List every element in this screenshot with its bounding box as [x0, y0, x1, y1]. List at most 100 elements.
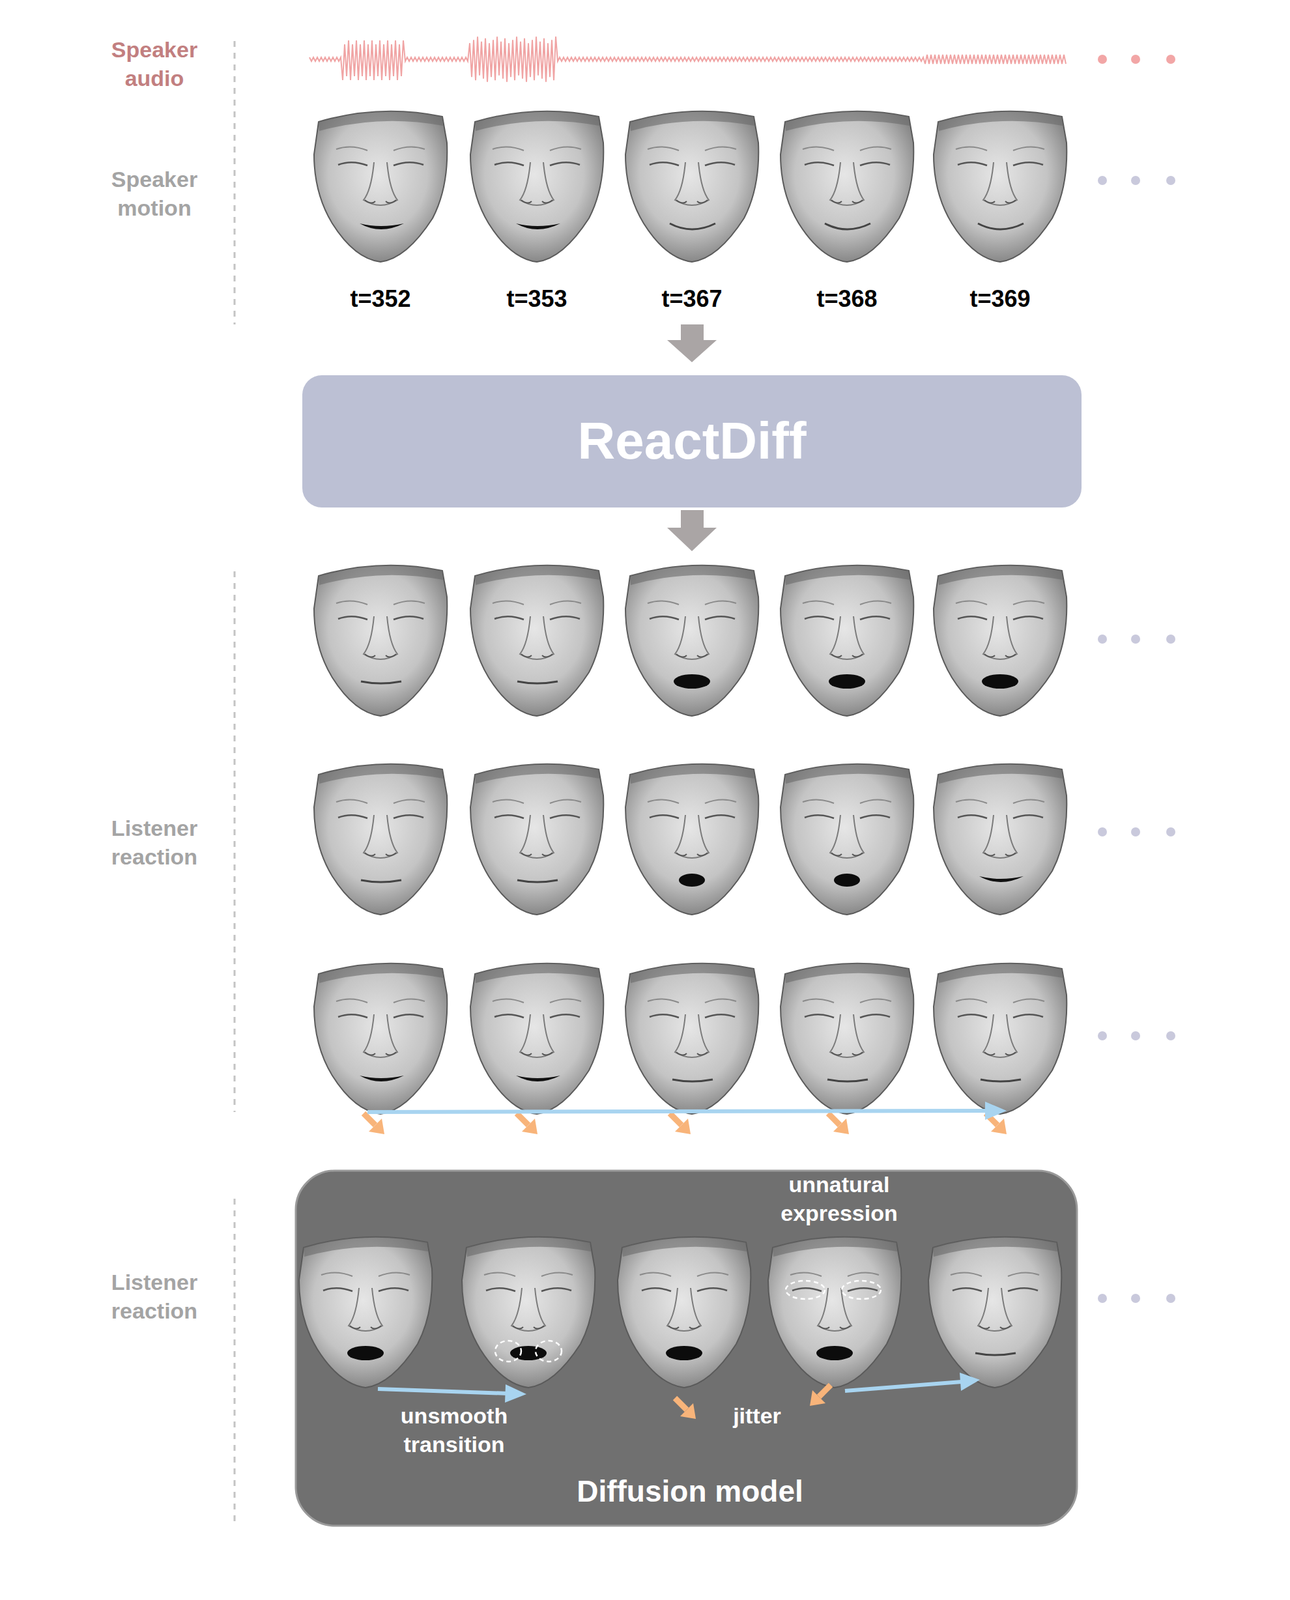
drawing-part — [1097, 1293, 1107, 1304]
drawing-part — [809, 1385, 831, 1406]
text-label: t=369 — [944, 284, 1056, 315]
drawing-part — [780, 963, 914, 1115]
drawing-part — [828, 674, 866, 689]
drawing-part — [780, 963, 914, 1115]
drawing-part — [933, 111, 1067, 262]
drawing-part — [933, 764, 1067, 915]
drawing-part — [314, 565, 447, 717]
speaker-faces — [314, 111, 1067, 262]
drawing-part — [516, 223, 561, 230]
drawing-part — [780, 764, 914, 915]
drawing-part — [461, 1237, 595, 1388]
drawing-part — [673, 674, 711, 689]
drawing-part — [233, 571, 236, 1113]
drawing-part — [824, 223, 871, 230]
drawing-part — [314, 565, 447, 717]
drawing-part — [975, 1353, 1016, 1356]
drawing-part — [360, 880, 402, 883]
drawing-part — [933, 565, 1067, 717]
drawing-part — [980, 1079, 1021, 1082]
drawing-part — [495, 1340, 522, 1362]
drawing-part — [928, 1237, 1062, 1388]
drawing-part — [1166, 827, 1176, 837]
text-label: Listener reaction — [89, 1267, 220, 1326]
drawing-part — [1131, 1031, 1141, 1041]
drawing-part — [979, 876, 1024, 883]
drawing-part — [780, 565, 914, 717]
drawing-part — [516, 1075, 561, 1082]
text-label: Diffusion model — [527, 1472, 853, 1512]
drawing-part — [617, 1237, 751, 1388]
drawing-part — [314, 963, 447, 1115]
text-label: Listener reaction — [89, 813, 220, 872]
drawing-part — [1166, 54, 1176, 64]
drawing-part — [625, 111, 759, 262]
drawing-part — [470, 764, 604, 915]
text-label: t=353 — [481, 284, 593, 315]
drawing-part — [833, 873, 860, 887]
drawing-part — [314, 111, 447, 262]
flow-arrow — [667, 324, 717, 363]
drawing-part — [470, 111, 604, 262]
text-label: Speaker audio — [89, 35, 220, 93]
listener-faces-row3 — [314, 963, 1067, 1115]
continuation-dots — [1097, 54, 1176, 64]
listener-faces-row1 — [314, 565, 1067, 717]
text-label: unnatural expression — [760, 1170, 918, 1228]
drawing-part — [933, 963, 1067, 1115]
drawing-part — [1166, 634, 1176, 644]
drawing-part — [1097, 634, 1107, 644]
text-label: ReactDiff — [463, 407, 920, 475]
drawing-part — [827, 1079, 868, 1082]
text-label: t=367 — [636, 284, 748, 315]
drawing-part — [470, 963, 604, 1115]
drawing-part — [625, 963, 759, 1115]
drawing-part — [461, 1237, 595, 1388]
drawing-part — [347, 1346, 384, 1361]
flow-arrow — [667, 510, 717, 552]
drawing-part — [233, 1198, 236, 1526]
drawing-part — [625, 963, 759, 1115]
drawing-part — [367, 1110, 988, 1113]
drawing-part — [360, 681, 402, 684]
drawing-part — [780, 111, 914, 262]
text-label: Speaker motion — [89, 164, 220, 223]
drawing-part — [768, 1237, 902, 1388]
drawing-part — [314, 111, 447, 262]
drawing-part — [377, 1389, 509, 1394]
drawing-part — [674, 1398, 696, 1419]
drawing-part — [359, 1075, 404, 1082]
drawing-part — [1166, 1293, 1176, 1304]
drawing-part — [845, 1381, 962, 1391]
text-label: t=352 — [325, 284, 436, 315]
drawing-part — [1131, 175, 1141, 186]
drawing-part — [841, 1280, 881, 1300]
drawing-part — [625, 764, 759, 915]
drawing-part — [1097, 1031, 1107, 1041]
drawing-part — [672, 1079, 713, 1082]
drawing-part — [678, 873, 705, 887]
drawing-part — [1097, 827, 1107, 837]
continuation-dots — [1097, 175, 1176, 1304]
drawing-part — [1131, 54, 1141, 64]
text-label: t=368 — [791, 284, 903, 315]
drawing-part — [933, 565, 1067, 717]
drawing-part — [933, 764, 1067, 915]
drawing-part — [1131, 1293, 1141, 1304]
drawing-part — [785, 1280, 825, 1300]
diffusion-panel — [295, 1170, 1077, 1526]
drawing-part — [780, 111, 914, 262]
drawing-part — [959, 1372, 980, 1391]
drawing-part — [985, 1101, 1007, 1120]
drawing-part — [617, 1237, 751, 1388]
listener-faces-row2 — [314, 764, 1067, 915]
drawing-part — [780, 565, 914, 717]
drawing-part — [516, 1113, 538, 1135]
model-box: ReactDiff — [302, 375, 1082, 508]
drawing-part — [510, 1346, 547, 1361]
drawing-part — [517, 880, 558, 883]
smooth-arrows — [363, 1101, 1007, 1135]
text-label: jitter — [704, 1401, 810, 1431]
drawing-part — [504, 1384, 527, 1403]
